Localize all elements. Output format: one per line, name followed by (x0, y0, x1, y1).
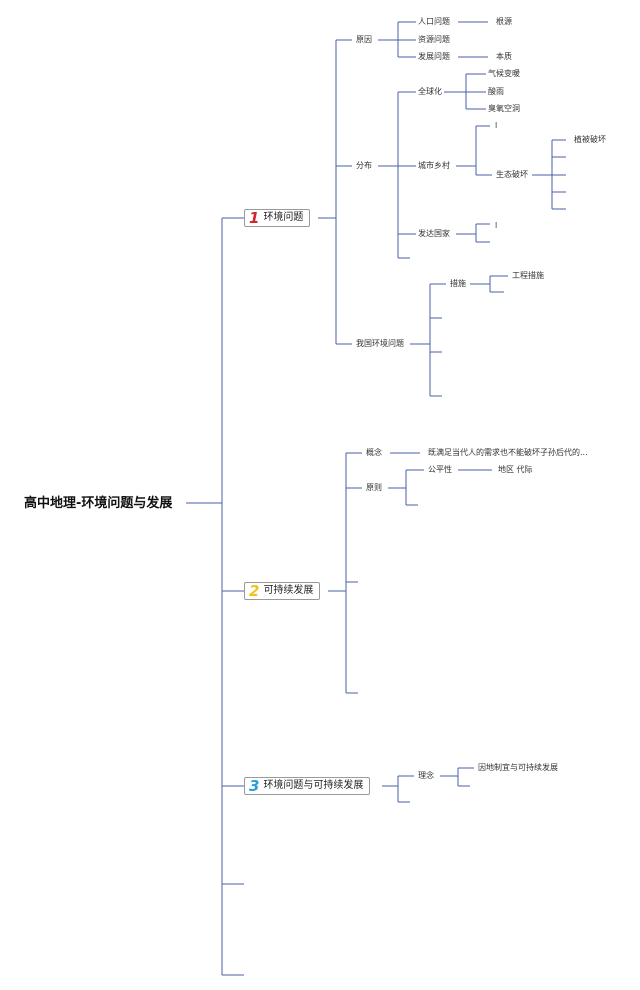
node-concept-text[interactable]: 既满足当代人的需求也不能破坏子孙后代的... (428, 448, 588, 457)
node-cause[interactable]: 原因 (356, 35, 372, 44)
node-root-source[interactable]: 根源 (496, 17, 512, 26)
topic-label: 环境问题 (263, 212, 304, 223)
node-idea[interactable]: 理念 (418, 771, 434, 780)
node-small-mark-2: l (495, 221, 498, 230)
node-population[interactable]: 人口问题 (418, 17, 450, 26)
node-vegetation-damage[interactable]: 植被破坏 (574, 135, 606, 144)
main-topic-sustainable-development[interactable]: 2 可持续发展 (244, 582, 321, 600)
root-topic: 高中地理-环境问题与发展 (24, 496, 173, 511)
topic-number-3: 3 (249, 777, 260, 795)
node-principle[interactable]: 原则 (366, 483, 382, 492)
node-region-generation[interactable]: 地区 代际 (498, 465, 533, 474)
node-local-adapt[interactable]: 因地制宜与可持续发展 (478, 763, 558, 772)
node-globalization[interactable]: 全球化 (418, 87, 442, 96)
node-developed-countries[interactable]: 发达国家 (418, 229, 450, 238)
node-essence[interactable]: 本质 (496, 52, 512, 61)
node-climate-warming[interactable]: 气候变暖 (488, 69, 520, 78)
node-small-mark-1: l (495, 121, 498, 130)
node-distribution[interactable]: 分布 (356, 161, 372, 170)
main-topic-env-and-sustainability[interactable]: 3 环境问题与可持续发展 (244, 777, 371, 795)
main-topic-environment-problems[interactable]: 1 环境问题 (244, 209, 311, 227)
node-concept[interactable]: 概念 (366, 448, 382, 457)
topic-number-2: 2 (249, 582, 260, 600)
node-china-env[interactable]: 我国环境问题 (356, 339, 404, 348)
node-fairness[interactable]: 公平性 (428, 465, 452, 474)
node-engineering[interactable]: 工程措施 (512, 271, 544, 280)
topic-number-1: 1 (249, 209, 260, 227)
node-acid-rain[interactable]: 酸雨 (488, 87, 504, 96)
node-ozone-hole[interactable]: 臭氧空洞 (488, 104, 520, 113)
topic-label: 可持续发展 (263, 585, 314, 596)
node-eco-damage[interactable]: 生态破坏 (496, 170, 528, 179)
node-resources[interactable]: 资源问题 (418, 35, 450, 44)
topic-label: 环境问题与可持续发展 (263, 780, 364, 791)
node-development[interactable]: 发展问题 (418, 52, 450, 61)
node-measures[interactable]: 措施 (450, 279, 466, 288)
node-urban-rural[interactable]: 城市乡村 (418, 161, 450, 170)
